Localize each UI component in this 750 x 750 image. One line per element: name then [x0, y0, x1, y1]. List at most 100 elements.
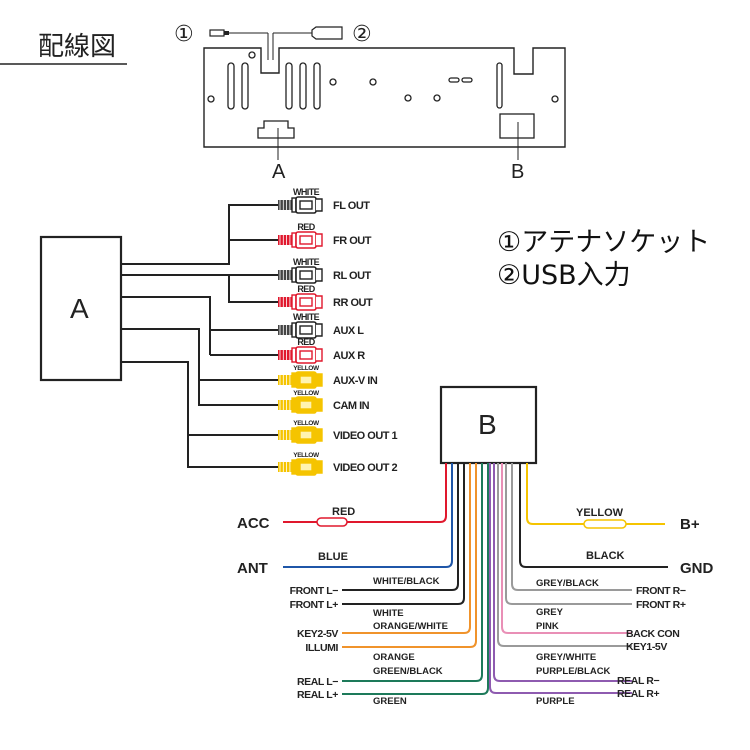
rca-color-label: WHITE [293, 312, 320, 322]
wire-color-label: BLACK [586, 550, 625, 562]
connector-b-label: B [478, 409, 497, 440]
rca-sleeve [278, 430, 292, 440]
pin-real-l: REAL L+ [297, 689, 338, 701]
port-b-label: B [511, 161, 524, 183]
pin-gnd: GND [680, 560, 714, 577]
wire-color-label: GREEN/BLACK [373, 666, 443, 677]
antenna-plug-icon [209, 29, 229, 37]
wire-real-r [493, 463, 632, 682]
pin-real-r: REAL R+ [617, 688, 659, 700]
rca-video-out-2: YELLOW VIDEO OUT 2 [278, 452, 398, 476]
rca-rr-out: RED RR OUT [278, 284, 373, 311]
rca-color-label: RED [297, 284, 315, 294]
wire-real-l [342, 463, 483, 682]
rca-color-label: YELLOW [293, 365, 320, 372]
rca-label: VIDEO OUT 2 [333, 462, 398, 474]
fuse-icon [583, 519, 627, 529]
wire-key2-5v [342, 463, 471, 634]
wire-color-label: WHITE/BLACK [373, 576, 440, 587]
rca-sleeve [278, 270, 292, 280]
wire-color-label: ORANGE/WHITE [373, 621, 448, 632]
connector-a-box [39, 235, 123, 382]
wire-front-l [342, 463, 465, 605]
rca-sleeve [278, 235, 292, 245]
wire-color-label: GREEN [373, 696, 407, 707]
rca-aux-r: RED AUX R [278, 337, 366, 364]
head-unit-back-panel [203, 32, 566, 160]
pin-front-l: FRONT L+ [290, 599, 339, 611]
rca-label: VIDEO OUT 1 [333, 430, 398, 442]
legend-item-usb: ②USB入力 [497, 260, 631, 291]
rca-label: FL OUT [333, 200, 370, 212]
wire-back-con [501, 463, 632, 634]
wire-gnd [519, 463, 668, 568]
connector-b-box [439, 385, 538, 465]
wire-front-r [511, 463, 632, 591]
rca-sleeve [278, 325, 292, 335]
pin-key2-5v: KEY2-5V [297, 628, 338, 640]
rca-color-label: WHITE [293, 257, 320, 267]
wire-color-label: BLUE [318, 551, 348, 563]
wire-color-label: PURPLE [536, 696, 575, 707]
pin-illumi: ILLUMI [305, 642, 338, 654]
wire-color-label: GREY/BLACK [536, 578, 599, 589]
rca-color-label: YELLOW [293, 452, 320, 459]
rca-fl-out: WHITE FL OUT [278, 187, 371, 214]
rca-sleeve [278, 297, 292, 307]
rca-sleeve [278, 400, 292, 410]
usb-plug-icon [311, 26, 343, 40]
wire-color-label: GREY [536, 607, 564, 618]
rca-sleeve [278, 375, 292, 385]
wire-color-label: RED [332, 506, 355, 518]
rca-color-label: RED [297, 337, 315, 347]
wire-color-label: PURPLE/BLACK [536, 666, 611, 677]
pin-front-r: FRONT R+ [636, 599, 686, 611]
rca-label: RL OUT [333, 270, 372, 282]
pin-back-con: BACK CON [626, 628, 679, 640]
port-a-label: A [272, 161, 286, 183]
rca-color-label: WHITE [293, 187, 320, 197]
pin-key1-5v: KEY1-5V [626, 641, 667, 653]
wire-front-r [505, 463, 632, 605]
legend: ①アテナソケット ②USB入力 [497, 227, 710, 291]
usb-marker: ② [352, 22, 372, 47]
pin-real-r: REAL R− [617, 675, 659, 687]
rca-rl-out: WHITE RL OUT [278, 257, 372, 284]
rca-sleeve [278, 350, 292, 360]
wire-key1-5v [497, 463, 632, 647]
wire-illumi [342, 463, 477, 648]
wire-color-label: YELLOW [576, 507, 624, 519]
pin-acc: ACC [237, 515, 270, 532]
connector-b-labels: ACC RED ANT BLUE B+ YELLOW GND BLACK FRONT L− FRO… [237, 506, 714, 707]
pin-front-r: FRONT R− [636, 585, 686, 597]
rca-label: RR OUT [333, 297, 373, 309]
wire-real-r [489, 463, 632, 694]
rca-sleeve [278, 462, 292, 472]
connector-a-wires [121, 204, 278, 468]
wire-acc [283, 463, 447, 523]
wire-color-label: WHITE [373, 608, 404, 619]
rca-color-label: YELLOW [293, 390, 320, 397]
rca-sleeve [278, 200, 292, 210]
rca-label: AUX R [333, 350, 365, 362]
diagram-title: 配線図 [38, 32, 116, 62]
legend-item-antenna: ①アテナソケット [497, 227, 710, 258]
pin-ant: ANT [237, 560, 268, 577]
rca-video-out-1: YELLOW VIDEO OUT 1 [278, 420, 398, 444]
fuse-icon [316, 517, 348, 527]
rca-color-label: YELLOW [293, 420, 320, 427]
pin-front-l: FRONT L− [290, 585, 339, 597]
wire-front-l [342, 463, 459, 591]
wire-color-label: ORANGE [373, 652, 415, 663]
rca-label: FR OUT [333, 235, 372, 247]
antenna-marker: ① [174, 22, 194, 47]
pin-real-l: REAL L− [297, 676, 338, 688]
connector-b-wires [283, 463, 668, 695]
wire-real-l [342, 463, 489, 695]
pin-b-plus: B+ [680, 516, 700, 533]
